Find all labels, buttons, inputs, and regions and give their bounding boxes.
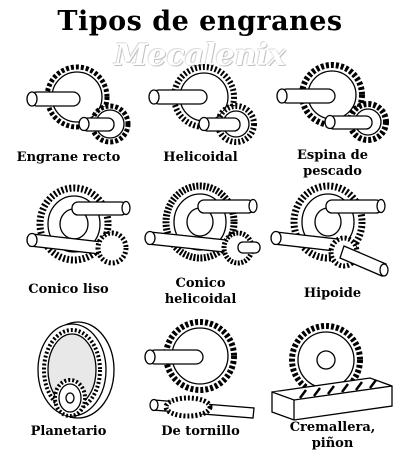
herringbone-gear-icon [276,62,389,143]
page-title: Tipos de engranes [57,6,343,37]
planetary-gear-icon [37,321,115,419]
gear-label: Espina de pescado [296,148,369,179]
gear-cell-helical: Helicoidal [134,62,267,182]
gear-cell-spur: Engrane recto [2,62,135,182]
gear-cell-planetary: Planetario [2,318,135,458]
gear-label: Planetario [30,424,107,439]
gear-cell-rack-pinion: Cremallera, piñon [266,318,399,458]
gear-cell-bevel: Conico liso [2,182,135,302]
gear-label: Cremallera, piñon [289,420,376,451]
gear-cell-hypoid: Hipoide [266,182,399,302]
gear-label: Engrane recto [16,150,121,165]
gear-label: Conico helicoidal [164,276,237,307]
spiral-bevel-gear-icon [144,182,261,266]
hypoid-gear-icon [270,182,389,277]
gear-label: Helicoidal [163,150,238,165]
worm-gear-icon [144,319,255,419]
gear-cell-herringbone: Espina de pescado [266,62,399,182]
spur-gear-icon [26,64,131,145]
gear-label: Hipoide [303,286,362,301]
gear-cell-spiral-bevel: Conico helicoidal [134,182,267,322]
helical-gear-icon [148,64,257,145]
rack-pinion-icon [271,323,393,421]
bevel-gear-icon [26,184,131,266]
gear-label: De tornillo [161,424,240,439]
gear-cell-worm: De tornillo [134,318,267,458]
gear-label: Conico liso [28,282,109,297]
